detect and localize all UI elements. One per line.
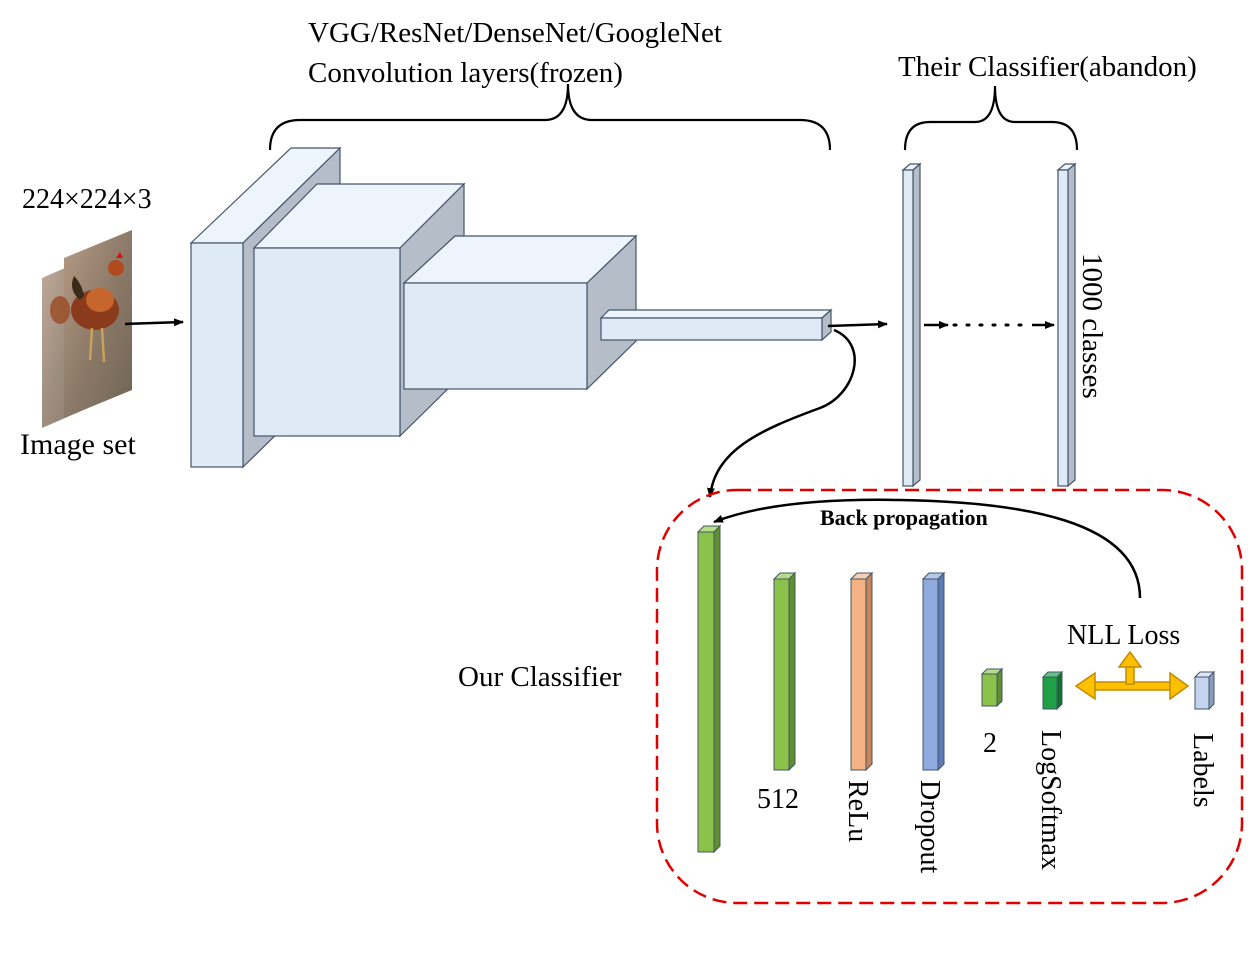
flatten-bar xyxy=(599,308,833,342)
relu-label: ReLu xyxy=(842,780,873,842)
their-classifier-brace xyxy=(903,85,1079,151)
layer-2-label: 2 xyxy=(983,728,997,759)
layer-512 xyxy=(772,571,797,772)
classes-label: 1000 classes xyxy=(1076,253,1108,399)
flatten-to-fc-arrow xyxy=(827,320,888,329)
logsoftmax-label: LogSoftmax xyxy=(1035,730,1066,870)
nll-loss-label: NLL Loss xyxy=(1067,620,1180,651)
back-propagation-label: Back propagation xyxy=(820,505,988,530)
layer-512-label: 512 xyxy=(757,784,799,815)
our-classifier-label: Our Classifier xyxy=(458,661,622,693)
backbone-brace xyxy=(268,83,832,151)
input-image-stack xyxy=(42,230,132,428)
their-fc-layer-2 xyxy=(1056,162,1077,488)
backbone-to-our-classifier-arrow xyxy=(706,328,856,498)
layer-2 xyxy=(980,667,1004,708)
their-classifier-label: Their Classifier(abandon) xyxy=(898,51,1197,83)
backbone-conv-label: Convolution layers(frozen) xyxy=(308,57,623,89)
nll-loss-arrow xyxy=(1074,650,1190,701)
our-input-layer xyxy=(696,524,722,854)
their-fc-layer-1 xyxy=(901,162,922,488)
our-classifier-box xyxy=(655,488,1244,905)
input-arrow xyxy=(124,318,184,327)
dropout-layer xyxy=(921,571,946,772)
dropout-label: Dropout xyxy=(914,780,945,874)
labels-label: Labels xyxy=(1187,733,1218,808)
image-set-label: Image set xyxy=(20,428,136,461)
labels-layer xyxy=(1193,670,1216,711)
back-propagation-arrow xyxy=(713,498,1142,599)
conv-block-3 xyxy=(402,234,638,391)
relu-layer xyxy=(849,571,874,772)
backbone-models-label: VGG/ResNet/DenseNet/GoogleNet xyxy=(308,17,722,49)
input-size-label: 224×224×3 xyxy=(22,184,152,215)
chicken-picture xyxy=(50,252,124,363)
logsoftmax-layer xyxy=(1041,670,1064,711)
